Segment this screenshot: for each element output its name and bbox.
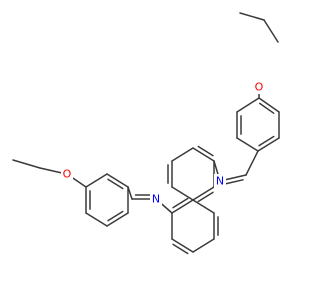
ethyl-ch2-o-bond-left <box>39 167 63 174</box>
ring2-bond-4 <box>171 186 194 201</box>
nitrogen-atom-left: N <box>152 193 160 206</box>
ring4-bond-4 <box>85 212 108 227</box>
ring2-bond-1 <box>192 147 215 162</box>
ring2-bond-3-double <box>197 191 214 203</box>
ring4-bond-1 <box>106 173 129 188</box>
ethyl-ch2-o-bond-top <box>263 19 279 43</box>
oxygen-atom-left-background <box>61 167 73 181</box>
imine-bond-right-double <box>224 179 244 185</box>
ring3-bond-4-double <box>172 243 189 255</box>
ring1-bond-1-double <box>258 102 275 114</box>
oxygen-atom-left: O <box>63 168 72 181</box>
ring3-bond-1 <box>192 199 215 214</box>
ring1-bond-4 <box>236 137 259 152</box>
ring4-bond-3-double <box>107 210 124 222</box>
ring2-bond-6 <box>171 147 194 162</box>
ring2-bond-3 <box>192 186 215 201</box>
aryl-ch-bond-right <box>245 150 259 176</box>
ring4-bond-3 <box>106 212 129 227</box>
ethyl-ch3-ch2-bond-top <box>239 12 265 21</box>
ring1-bond-6 <box>236 97 260 113</box>
ethyl-ch3-ch2-bond-left <box>12 159 41 169</box>
ring3-bond-6-double <box>172 197 189 209</box>
ring3-bond-6 <box>171 199 194 214</box>
ring1-bond-3 <box>257 137 280 152</box>
oxygen-atom-top-background <box>253 80 265 94</box>
ring3-bond-4 <box>171 238 194 253</box>
chemical-structure-diagram: O O N N <box>12 12 280 255</box>
ring4-bond-1-double <box>107 178 124 190</box>
ring3-bond-3 <box>192 238 215 253</box>
nitrogen-atom-right-background <box>214 174 226 188</box>
oxygen-atom-top: O <box>255 81 264 94</box>
nitrogen-atom-left-background <box>150 192 162 206</box>
ring1-bond-3-double <box>258 135 275 147</box>
ring4-bond-6 <box>85 173 108 188</box>
ring1-bond-1 <box>258 97 280 113</box>
bond-lines <box>66 86 280 255</box>
nitrogen-atom-right: N <box>216 175 224 188</box>
ring2-bond-1-double <box>197 145 214 157</box>
